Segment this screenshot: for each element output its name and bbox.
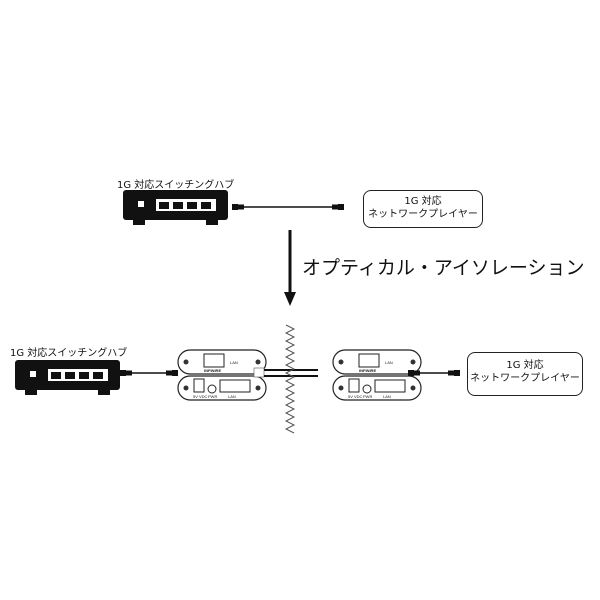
optical-isolator-left bbox=[177, 349, 267, 401]
player-line2: ネットワークプレイヤー bbox=[470, 373, 580, 384]
player-line1: 1G 対応 bbox=[506, 360, 544, 371]
isolation-barrier bbox=[284, 324, 296, 434]
player-line1: 1G 対応 bbox=[404, 196, 442, 207]
optical-isolator-right bbox=[332, 349, 422, 401]
switching-hub-icon bbox=[123, 190, 228, 225]
bottom-network-player: 1G 対応 ネットワークプレイヤー bbox=[467, 352, 583, 396]
switching-hub-icon bbox=[15, 360, 120, 395]
top-switch-label: 1G 対応スイッチングハブ bbox=[117, 180, 235, 191]
top-network-player: 1G 対応 ネットワークプレイヤー bbox=[363, 190, 483, 228]
optical-isolation-label: オプティカル・アイソレーション bbox=[302, 257, 585, 279]
bottom-switch-label: 1G 対応スイッチングハブ bbox=[10, 348, 128, 359]
player-line2: ネットワークプレイヤー bbox=[368, 209, 478, 220]
